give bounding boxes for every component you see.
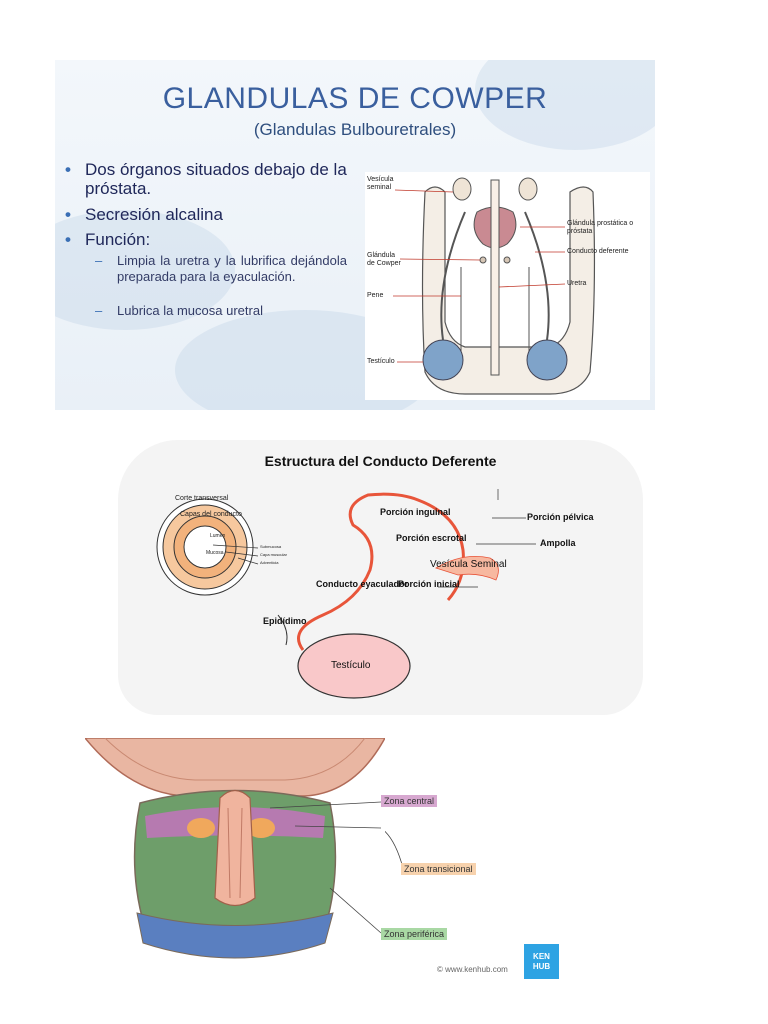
bullet-icon: • [65,160,71,179]
slide-title: GLANDULAS DE COWPER [55,82,655,116]
label-zona-central: Zona central [381,795,437,807]
label-porcion-inguinal: Porción inguinal [380,507,451,517]
dash-icon: – [95,303,102,319]
label-porcion-escrotal: Porción escrotal [396,533,467,543]
copyright-text: © www.kenhub.com [437,965,508,974]
kenhub-logo: KEN HUB [524,944,559,979]
bullet-text: Función: [85,230,150,249]
label-conducto-eyaculador: Conducto eyaculador [316,579,408,589]
label-zona-periferica: Zona periférica [381,928,447,940]
bullet-item: • Dos órganos situados debajo de la prós… [85,160,355,198]
sub-bullet-text: Limpia la uretra y la lubrifica dejándol… [117,253,347,284]
label-ampolla: Ampolla [540,538,576,548]
label-porcion-pelvica: Porción pélvica [527,512,594,522]
prostate-zones-figure: Zona central Zona transicional Zona peri… [85,738,565,983]
cowper-gland-diagram: Vesícula seminal Glándula prostática o p… [365,172,650,400]
label-lumen: Lumen [210,533,225,539]
label-pene: Pene [367,292,383,300]
label-uretra: Uretra [567,280,586,288]
label-glandula-cowper: Glándula de Cowper [367,252,401,268]
dash-icon: – [95,253,102,269]
bullet-text: Secresión alcalina [85,205,223,224]
label-capa-muscular: Capa muscular [260,552,287,557]
slide-glandulas-cowper: GLANDULAS DE COWPER (Glandulas Bulbouret… [55,60,655,410]
label-testiculo: Testículo [367,358,395,366]
label-vesicula-seminal: Vesícula seminal [367,176,409,192]
label-corte-transversal: Corte transversal [175,495,228,502]
label-epididimo: Epidídimo [263,616,307,626]
slide-conducto-deferente: Estructura del Conducto Deferente Corte … [118,440,643,715]
leader-lines [385,738,415,983]
bullet-icon: • [65,205,71,224]
sub-bullet-item: – Limpia la uretra y la lubrifica dejánd… [117,253,347,285]
sub-bullet-item: – Lubrica la mucosa uretral [117,303,347,319]
bullet-item: • Secresión alcalina [85,205,355,224]
label-testiculo: Testículo [331,660,370,671]
label-conducto-deferente: Conducto deferente [567,248,647,256]
bullet-icon: • [65,230,71,249]
label-adventicia: Adventicia [260,560,278,565]
label-submucosa: Submucosa [260,544,281,549]
slide-subtitle: (Glandulas Bulbouretrales) [55,120,655,140]
bullet-text: Dos órganos situados debajo de la prósta… [85,160,347,198]
label-porcion-inicial: Porción inicial [398,579,460,589]
sub-bullet-text: Lubrica la mucosa uretral [117,303,263,318]
label-mucosa: Mucosa [206,550,224,556]
label-capas: Capas del conducto [180,511,242,518]
bullet-item: • Función: [85,230,355,249]
prostate-zones-illustration [85,738,385,983]
label-glandula-prostatica: Glándula prostática o próstata [567,220,647,236]
conducto-deferente-diagram [118,440,643,715]
label-vesicula-seminal: Vesícula Seminal [430,559,507,570]
label-zona-transicional: Zona transicional [401,863,476,875]
reproductive-anatomy-illustration [365,172,650,400]
